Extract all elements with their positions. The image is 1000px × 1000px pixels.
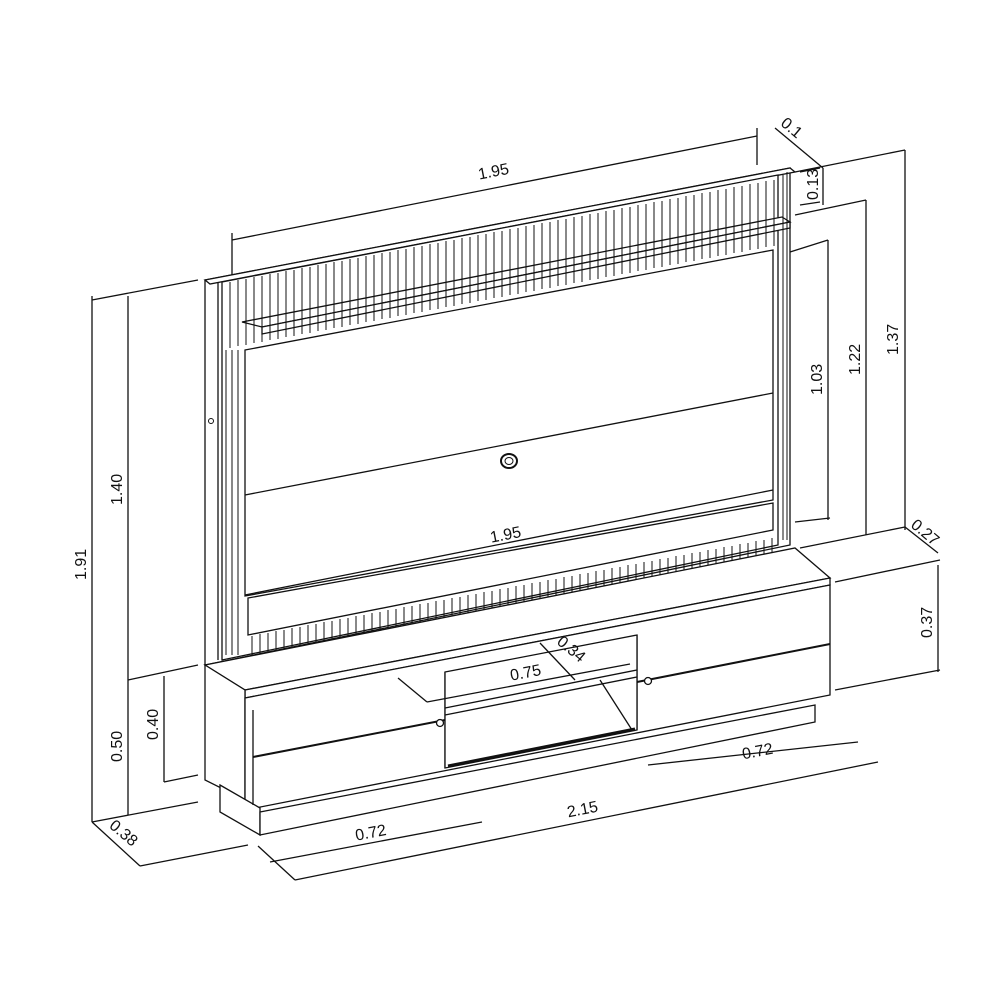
dim-niche-width: 0.75 (509, 662, 543, 685)
dim-panel-top-width: 1.95 (477, 161, 511, 184)
dim-panel-mid-height: 1.22 (847, 344, 864, 375)
dim-panel-bottom-width: 1.95 (489, 524, 523, 547)
dim-base-height: 0.50 (109, 731, 126, 762)
dim-sideboard-depth: 0.27 (907, 516, 942, 549)
dim-sideboard-height-right: 0.37 (919, 607, 936, 638)
dim-panel-total-height: 1.37 (885, 324, 902, 355)
tv-panel (203, 167, 797, 666)
dim-door-width-right: 0.72 (741, 741, 775, 764)
dimension-lines (91, 127, 941, 881)
dim-panel-upper-height: 1.40 (109, 474, 126, 505)
sideboard (203, 547, 832, 837)
dim-shelf-offset: 0.13 (805, 169, 822, 200)
knob-icon (435, 718, 445, 728)
dim-panel-depth-top: 0.1 (777, 115, 805, 142)
dim-base-depth: 0.38 (106, 817, 141, 850)
dim-door-width-left: 0.72 (354, 822, 388, 845)
knob-icon (643, 676, 653, 686)
dim-panel-inner-height: 1.03 (809, 364, 826, 395)
dim-sideboard-total-width: 2.15 (566, 799, 600, 822)
dim-total-height: 1.91 (73, 549, 90, 580)
dim-sideboard-body-height: 0.40 (145, 709, 162, 740)
slats (225, 172, 788, 660)
